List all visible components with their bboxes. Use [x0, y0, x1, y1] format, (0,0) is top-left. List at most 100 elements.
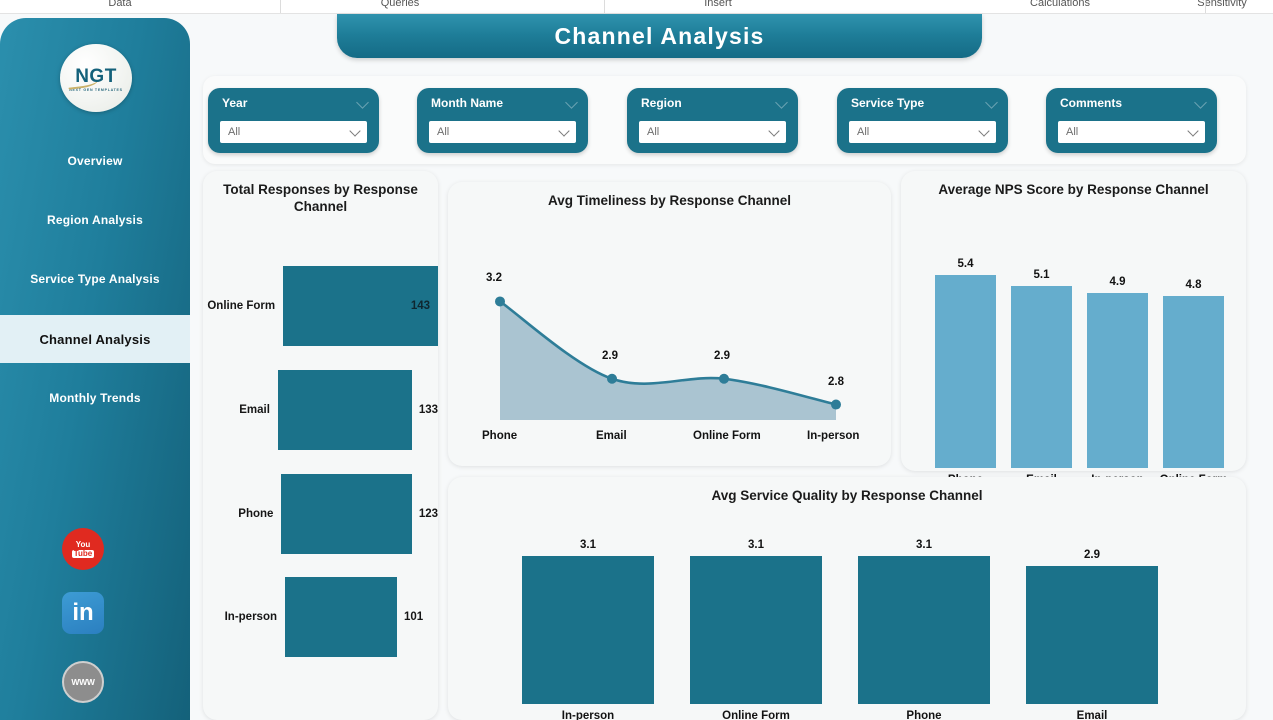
sidebar-item-service-type-analysis[interactable]: Service Type Analysis [0, 255, 190, 303]
panel-avg-service-quality: Avg Service Quality by Response Channel … [448, 477, 1246, 720]
filter-card-comments: Comments All [1046, 88, 1217, 153]
filter-bar: Year All Month Name All [203, 76, 1246, 164]
data-point[interactable] [495, 296, 505, 307]
area-line [499, 300, 837, 406]
dashboard-canvas: NGT NEXT GEN TEMPLATES Overview Region A… [0, 14, 1273, 720]
axis-category-label: Phone [482, 430, 518, 442]
bar-category-label: Phone [238, 508, 274, 520]
logo-name: NGT [75, 65, 117, 87]
filter-value-comments: All [1066, 126, 1079, 138]
youtube-line1: You [75, 539, 91, 549]
filter-card-region: Region All [627, 88, 798, 153]
bar-value-label: 101 [404, 611, 424, 623]
bar[interactable] [285, 577, 397, 657]
logo-tagline: NEXT GEN TEMPLATES [69, 87, 123, 92]
ribbon-tab-data[interactable]: Data [108, 0, 132, 9]
chevron-down-icon [775, 96, 788, 109]
chevron-down-icon [978, 125, 990, 137]
page-title: Channel Analysis [337, 14, 982, 58]
linkedin-icon[interactable]: in [62, 592, 104, 634]
sidebar-item-monthly-trends[interactable]: Monthly Trends [0, 374, 190, 422]
bar-group: 3.1 Online Form [690, 539, 822, 720]
bar[interactable] [277, 370, 412, 450]
youtube-icon[interactable]: You Tube [62, 528, 104, 570]
bar-group: 5.4 Phone [935, 258, 996, 486]
sidebar-item-overview[interactable]: Overview [0, 137, 190, 185]
filter-card-service-type: Service Type All [837, 88, 1008, 153]
ribbon-tab-insert[interactable]: Insert [704, 0, 732, 9]
bar-group: 3.1 In-person [522, 539, 654, 720]
bar-category-label: In-person [561, 710, 615, 720]
bar-value-label: 143 [410, 300, 430, 312]
sidebar-item-region-analysis[interactable]: Region Analysis [0, 196, 190, 244]
bar[interactable] [858, 556, 990, 704]
filter-select-service-type[interactable]: All [849, 121, 996, 143]
filter-value-month-name: All [437, 126, 450, 138]
website-globe-icon[interactable]: WWW [62, 661, 104, 703]
bar-value-label: 3.1 [748, 539, 764, 551]
bar[interactable] [935, 275, 996, 468]
chevron-down-icon [1187, 125, 1199, 137]
filter-value-year: All [228, 126, 241, 138]
bar[interactable] [1026, 566, 1158, 704]
bar[interactable] [1163, 296, 1224, 468]
area-chart-svg [495, 296, 841, 420]
axis-category-label: Email [596, 430, 627, 442]
filter-value-region: All [647, 126, 660, 138]
filter-label-region: Region [641, 96, 682, 110]
point-value-label: 2.8 [828, 375, 844, 388]
bar-value-label: 123 [418, 508, 438, 520]
bar-value-label: 5.4 [957, 258, 974, 270]
panel-title-avg-service-quality: Avg Service Quality by Response Channel [711, 488, 983, 503]
bar-group: 2.9 Email [1026, 549, 1158, 720]
bar-category-label: Email [1076, 710, 1108, 720]
bar[interactable] [690, 556, 822, 704]
ribbon-tab-queries[interactable]: Queries [380, 0, 420, 9]
bar[interactable] [1087, 293, 1148, 468]
filter-label-comments: Comments [1060, 96, 1123, 110]
chevron-down-icon [349, 125, 361, 137]
filter-select-comments[interactable]: All [1058, 121, 1205, 143]
ribbon-divider [604, 0, 605, 13]
sidebar-item-label: Service Type Analysis [30, 272, 160, 286]
bar-value-label: 2.9 [1084, 549, 1100, 561]
data-point[interactable] [719, 373, 729, 384]
area-fill [500, 301, 836, 420]
point-value-label: 2.9 [714, 349, 730, 362]
axis-category-label: In-person [807, 430, 860, 442]
bar-group: 4.8 Online Form [1160, 279, 1228, 486]
data-point[interactable] [831, 399, 841, 410]
sidebar-item-label: Monthly Trends [49, 391, 141, 405]
sidebar-item-channel-analysis[interactable]: Channel Analysis [0, 315, 190, 363]
bar-row: Phone 123 [203, 474, 438, 554]
panel-total-responses: Total Responses by Response Channel Onli… [203, 171, 438, 720]
filter-card-year: Year All [208, 88, 379, 153]
axis-category-label: Online Form [693, 430, 761, 442]
panel-title-average-nps: Average NPS Score by Response Channel [938, 182, 1209, 197]
filter-select-month-name[interactable]: All [429, 121, 576, 143]
bar-value-label: 4.8 [1185, 279, 1202, 291]
chevron-down-icon [565, 96, 578, 109]
filter-select-region[interactable]: All [639, 121, 786, 143]
bar-value-label: 3.1 [916, 539, 932, 551]
bar[interactable] [1011, 286, 1072, 468]
bar-category-label: Phone [906, 710, 942, 720]
bar[interactable]: 143 [283, 266, 438, 346]
ribbon-divider [280, 0, 281, 13]
ribbon-divider [1205, 0, 1206, 13]
ribbon-tab-sensitivity[interactable]: Sensitivity [1197, 0, 1247, 9]
bar-group: 5.1 Email [1011, 269, 1072, 486]
filter-select-year[interactable]: All [220, 121, 367, 143]
ribbon-tab-calculations[interactable]: Calculations [1030, 0, 1090, 9]
point-value-label: 2.9 [602, 349, 618, 362]
bar-value-label: 5.1 [1033, 269, 1050, 281]
bar-category-label: Online Form [207, 300, 276, 312]
linkedin-label: in [72, 599, 94, 626]
data-point[interactable] [607, 373, 617, 384]
bar[interactable] [281, 474, 412, 554]
bar[interactable] [522, 556, 654, 704]
point-value-label: 3.2 [486, 272, 502, 285]
ngt-logo: NGT NEXT GEN TEMPLATES [60, 44, 132, 112]
filter-card-month-name: Month Name All [417, 88, 588, 153]
